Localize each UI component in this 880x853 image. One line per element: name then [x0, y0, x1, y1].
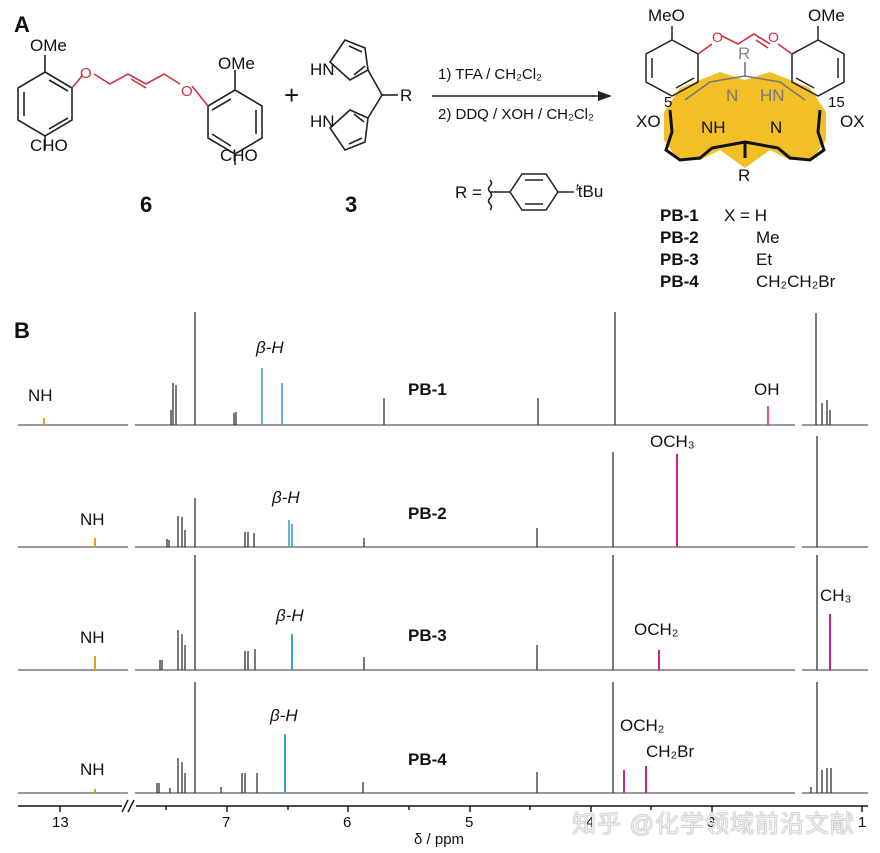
- svg-text:O: O: [768, 29, 779, 45]
- pb2-beta-label: β-H: [272, 488, 300, 507]
- pb1-oh-label: OH: [754, 380, 780, 399]
- compound-list: PB-1 X = H PB-2 Me PB-3 Et PB-4 CH₂CH₂Br: [660, 206, 835, 294]
- compound-row-pb2: PB-2 Me: [660, 228, 835, 250]
- pb1-beta-peaks: [261, 368, 283, 425]
- plus-sign: +: [284, 80, 300, 110]
- pb3-sample-label: PB-3: [408, 626, 447, 645]
- x-tick-6: 6: [343, 814, 352, 831]
- product-xo: XO: [636, 112, 661, 131]
- nmr-baselines: [18, 424, 868, 794]
- pb1-nh-label: NH: [28, 386, 53, 405]
- pb4-nh-label: NH: [80, 760, 105, 779]
- pb4-beta-label: β-H: [270, 706, 298, 725]
- pb3-beta-label: β-H: [276, 606, 304, 625]
- compound-name: PB-1: [660, 206, 699, 225]
- compound-row-pb4: PB-4 CH₂CH₂Br: [660, 272, 835, 294]
- compound-row-pb3: PB-3 Et: [660, 250, 835, 272]
- pb2-nh-label: NH: [80, 510, 105, 529]
- compound-3-structure: [328, 39, 398, 151]
- svg-text:O: O: [181, 83, 193, 100]
- r-definition-prefix: R =: [455, 183, 482, 202]
- pb2-peaks: [166, 436, 818, 547]
- panel-a-label: A: [14, 12, 30, 37]
- svg-text:O: O: [712, 29, 723, 45]
- pb4-ch2br-label: CH₂Br: [646, 742, 695, 761]
- product-back-ring: [684, 62, 806, 101]
- product-ox: OX: [840, 112, 865, 131]
- product-meo: MeO: [648, 6, 685, 25]
- label-hn-top: HN: [310, 60, 335, 79]
- compound-3-label: 3: [345, 192, 358, 217]
- position-15: 15: [828, 94, 845, 111]
- product-nh-front: NH: [701, 118, 726, 137]
- compound-name: PB-3: [660, 250, 699, 269]
- compound-x: Me: [756, 228, 780, 247]
- pb4-peaks: [156, 682, 832, 793]
- product-r-top: R: [738, 44, 751, 63]
- compound-x: CH₂CH₂Br: [756, 272, 836, 291]
- product-front-ring: [664, 109, 826, 162]
- x-axis: [18, 799, 868, 813]
- r-definition-tbu: ttBu: [576, 182, 604, 201]
- pb1-beta-label: β-H: [256, 338, 284, 357]
- compound-6-label: 6: [140, 192, 153, 217]
- pb1-peaks: [170, 312, 831, 425]
- compound-x: X = H: [724, 206, 767, 225]
- product-linker: [697, 33, 793, 55]
- x-tick-1: 1: [858, 814, 867, 831]
- compound-name: PB-4: [660, 272, 699, 291]
- product-hn-back: HN: [760, 86, 785, 105]
- pb1-sample-label: PB-1: [408, 380, 447, 399]
- product-r-bottom: R: [738, 166, 751, 185]
- x-axis-title: δ / ppm: [414, 831, 465, 848]
- x-tick-7: 7: [222, 814, 231, 831]
- pb4-sample-label: PB-4: [408, 750, 447, 769]
- position-5: 5: [664, 94, 673, 111]
- product-n-front: N: [770, 118, 783, 137]
- pb4-och2-label: OCH₂: [620, 716, 665, 735]
- label-cho-right: CHO: [220, 146, 258, 165]
- label-ome-left: OMe: [30, 36, 67, 55]
- pb3-och2-label: OCH₂: [634, 620, 679, 639]
- pb3-nh-label: NH: [80, 628, 105, 647]
- compound-row-pb1: PB-1 X = H: [660, 206, 835, 228]
- x-tick-5: 5: [465, 814, 474, 831]
- product-n-back: N: [726, 86, 739, 105]
- svg-text:O: O: [80, 65, 92, 82]
- label-ome-right: OMe: [218, 54, 255, 73]
- panel-b-label: B: [14, 318, 30, 343]
- product-highlight: [664, 72, 826, 168]
- condition-step-2: 2) DDQ / XOH / CH₂Cl₂: [438, 106, 594, 123]
- pb2-beta-peaks: [288, 520, 293, 547]
- pb2-sample-label: PB-2: [408, 504, 447, 523]
- compound-name: PB-2: [660, 228, 699, 247]
- tbu-text: tBu: [577, 182, 604, 201]
- x-tick-13: 13: [52, 814, 69, 831]
- linker-red: [71, 73, 209, 107]
- label-hn-bottom: HN: [310, 112, 335, 131]
- compound-x: Et: [756, 250, 773, 269]
- x-tick-4: 4: [586, 814, 595, 831]
- label-cho-left: CHO: [30, 136, 68, 155]
- r-group-structure: [487, 173, 574, 211]
- label-r: R: [400, 86, 413, 105]
- product-ome: OMe: [808, 6, 845, 25]
- watermark: 知乎 @化学领域前沿文献: [572, 811, 856, 838]
- pb3-peaks: [159, 555, 818, 670]
- x-tick-3: 3: [707, 814, 716, 831]
- pb2-och3-label: OCH₃: [650, 432, 695, 451]
- condition-step-1: 1) TFA / CH₂Cl₂: [438, 66, 542, 83]
- pb3-ch3-label: CH₃: [820, 586, 852, 605]
